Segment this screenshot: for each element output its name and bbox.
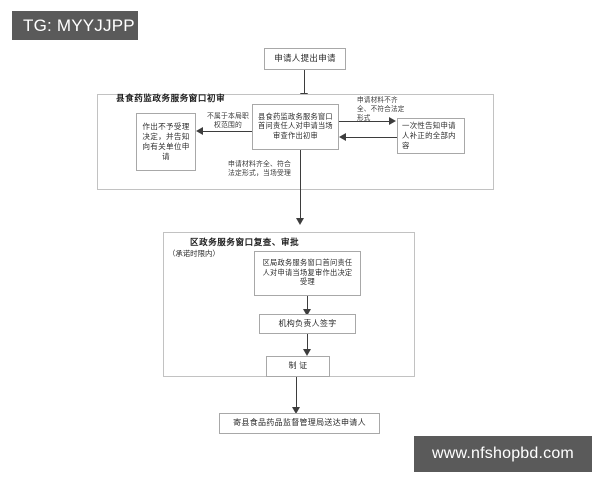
connector-start-to-section1 xyxy=(304,70,305,96)
node-certificate-production: 制 证 xyxy=(266,356,330,377)
section-district-review-title: 区政务服务窗口复查、审批 xyxy=(190,237,300,247)
arrow-review-to-section2 xyxy=(296,218,304,225)
arrow-notify-to-review xyxy=(339,133,346,141)
arrow-recheck-to-signature xyxy=(303,309,311,316)
node-mail-delivery-label: 寄县食品药品监督管理局送达申请人 xyxy=(233,418,366,428)
edge-label-incomplete-materials: 申请材料不齐全、不符合法定形式 xyxy=(357,97,405,122)
node-head-signature: 机构负责人签字 xyxy=(259,314,356,334)
connector-review-to-notify xyxy=(339,121,390,122)
watermark-tag-label: TG: MYYJJPP xyxy=(23,15,135,35)
node-window-first-review-label: 县食药监政务服务窗口首问责任人对申请当场审查作出初审 xyxy=(258,112,333,140)
node-applicant-submits-label: 申请人提出申请 xyxy=(274,53,336,64)
connector-review-to-section2 xyxy=(300,150,301,221)
node-reject-decision: 作出不予受理决定，并告知向有关单位申请 xyxy=(136,113,196,171)
node-district-recheck-label: 区局政务服务窗口首问责任人对申请当场复审作出决定受理 xyxy=(262,259,353,287)
section-county-first-review-title: 县食药监政务服务窗口初审 xyxy=(116,93,226,103)
arrow-signature-to-certificate xyxy=(303,349,311,356)
connector-recheck-to-signature xyxy=(307,296,308,312)
section-district-review-subtitle: （承诺时限内） xyxy=(168,249,220,258)
node-one-time-notification-label: 一次性告知申请人补正的全部内容 xyxy=(402,121,456,150)
node-mail-delivery: 寄县食品药品监督管理局送达申请人 xyxy=(219,413,380,434)
arrow-certificate-to-end xyxy=(292,407,300,414)
node-one-time-notification: 一次性告知申请人补正的全部内容 xyxy=(397,118,465,154)
arrow-review-to-notify xyxy=(389,117,396,125)
node-applicant-submits: 申请人提出申请 xyxy=(264,48,346,70)
node-certificate-production-label: 制 证 xyxy=(288,361,308,371)
node-district-recheck: 区局政务服务窗口首问责任人对申请当场复审作出决定受理 xyxy=(254,251,361,296)
node-head-signature-label: 机构负责人签字 xyxy=(278,318,337,328)
edge-label-out-of-scope: 不属于本局职权范围的 xyxy=(207,113,249,130)
watermark-url-label: www.nfshopbd.com xyxy=(432,445,574,462)
node-reject-decision-label: 作出不予受理决定，并告知向有关单位申请 xyxy=(142,121,190,162)
connector-certificate-to-end xyxy=(296,377,297,410)
node-window-first-review: 县食药监政务服务窗口首问责任人对申请当场审查作出初审 xyxy=(252,104,339,150)
connector-review-to-reject xyxy=(203,131,252,132)
connector-notify-to-review xyxy=(346,137,397,138)
watermark-url: www.nfshopbd.com xyxy=(414,436,592,472)
arrow-review-to-reject xyxy=(196,127,203,135)
edge-label-accepted-materials: 申请材料齐全、符合法定形式，当场受理 xyxy=(228,161,291,178)
connector-signature-to-certificate xyxy=(307,334,308,352)
watermark-tag: TG: MYYJJPP xyxy=(12,11,138,40)
